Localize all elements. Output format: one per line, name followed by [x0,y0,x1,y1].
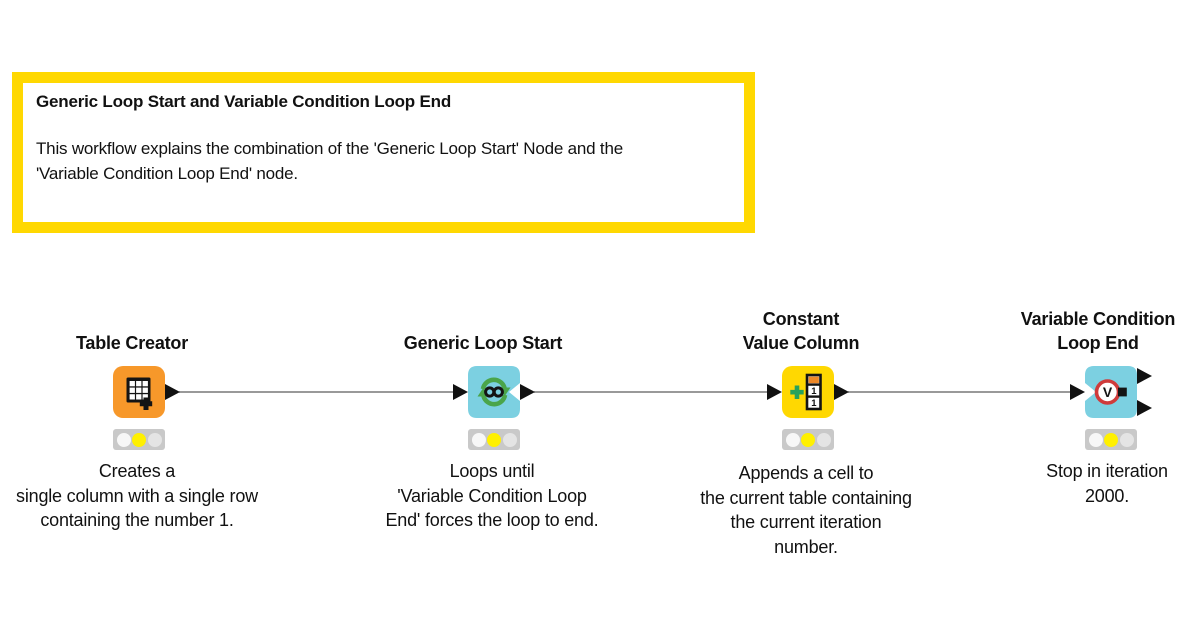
output-port-constant-value-column[interactable] [834,384,849,400]
traffic-yellow-light [487,432,501,447]
svg-text:1: 1 [811,398,817,409]
output-port-generic-loop-start[interactable] [520,384,535,400]
node-variable-condition-loop-end[interactable]: V [1085,366,1137,418]
node-title-variable-condition-loop-end[interactable]: Variable Condition Loop End [1020,309,1176,353]
traffic-light-table-creator [113,429,165,450]
traffic-light-generic-loop-start [468,429,520,450]
node-generic-loop-start[interactable] [468,366,520,418]
annotation-title: Generic Loop Start and Variable Conditio… [36,92,452,111]
traffic-red-light [785,432,800,447]
node-constant-value-column[interactable]: 1 1 [782,366,834,418]
traffic-light-constant-value-column [782,429,834,450]
loop-arrows-infinity-icon [477,377,511,407]
plus-column-icon: 1 1 [790,373,822,411]
node-desc-constant-value-column[interactable]: Appends a cell to the current table cont… [700,463,912,557]
traffic-green-light [816,432,831,447]
traffic-yellow-light [1104,432,1118,447]
traffic-yellow-light [801,432,815,447]
traffic-green-light [1119,432,1134,447]
traffic-light-variable-condition-loop-end [1085,429,1137,450]
svg-text:1: 1 [811,386,817,397]
traffic-red-light [471,432,486,447]
output-port-2-variable-condition-loop-end[interactable] [1137,400,1152,416]
node-desc-variable-condition-loop-end[interactable]: Stop in iteration 2000. [1046,461,1168,506]
node-title-constant-value-column[interactable]: Constant Value Column [742,309,860,353]
edge-loop-start-to-constant-value[interactable] [534,391,768,393]
node-table-creator[interactable] [113,366,165,418]
output-port-1-variable-condition-loop-end[interactable] [1137,368,1152,384]
input-port-generic-loop-start[interactable] [453,384,468,400]
traffic-yellow-light [132,432,146,447]
v-prohibition-sign-icon: V [1094,379,1127,405]
traffic-red-light [1088,432,1103,447]
table-plus-icon [126,377,153,410]
workflow-annotation-box[interactable]: Generic Loop Start and Variable Conditio… [12,72,755,233]
input-port-constant-value-column[interactable] [767,384,782,400]
traffic-red-light [116,432,131,447]
node-title-generic-loop-start[interactable]: Generic Loop Start [403,333,563,353]
node-desc-generic-loop-start[interactable]: Loops until 'Variable Condition Loop End… [385,461,599,530]
traffic-green-light [502,432,517,447]
output-port-table-creator[interactable] [165,384,180,400]
traffic-green-light [147,432,162,447]
edge-constant-value-to-loop-end[interactable] [848,391,1071,393]
edge-table-creator-to-loop-start[interactable] [179,391,455,393]
annotation-body: This workflow explains the combination o… [36,139,623,183]
input-port-variable-condition-loop-end[interactable] [1070,384,1085,400]
node-desc-table-creator[interactable]: Creates a single column with a single ro… [16,461,258,530]
node-title-table-creator[interactable]: Table Creator [75,333,189,353]
svg-text:V: V [1103,384,1113,400]
